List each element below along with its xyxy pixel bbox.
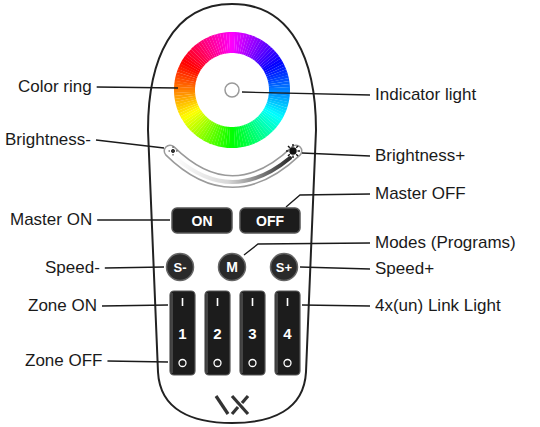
callout-label: Indicator light	[375, 86, 476, 103]
button-label: ON	[192, 214, 213, 228]
button-face	[170, 291, 195, 375]
leader-line	[300, 267, 370, 269]
speed-minus-button: S-	[166, 253, 194, 281]
button-label: S+	[276, 261, 292, 274]
button-face	[172, 208, 232, 233]
button-label: M	[226, 260, 238, 274]
zone-button: 1	[170, 291, 195, 375]
button-edge	[276, 293, 278, 373]
zone-button: 2	[205, 291, 230, 375]
button-edge	[241, 293, 243, 373]
zone-button: 4	[275, 291, 300, 375]
off-symbol	[284, 360, 291, 367]
button-face	[240, 208, 300, 233]
button-face	[271, 254, 298, 281]
callout-label: Speed-	[45, 259, 100, 276]
callout-label: Modes (Programs)	[375, 234, 516, 251]
zone-button: 3	[240, 291, 265, 375]
leader-line	[107, 361, 168, 362]
brightness-plus-symbol	[286, 144, 300, 158]
callout-label: Speed+	[375, 260, 434, 277]
button-label: OFF	[256, 214, 284, 228]
master-off-button: OFF	[240, 208, 300, 233]
color-ring-segment	[269, 87, 290, 90]
indicator-light	[225, 83, 239, 97]
leader-line	[105, 267, 164, 268]
color-ring-segment	[229, 32, 232, 53]
color-ring-segment	[232, 127, 235, 148]
color-ring	[174, 32, 290, 148]
button-label: 1	[178, 326, 186, 341]
button-face	[219, 254, 246, 281]
leader-line	[244, 243, 370, 255]
on-symbol	[217, 298, 219, 306]
leader-line	[302, 305, 370, 306]
off-symbol	[179, 360, 186, 367]
callout-label: Master ON	[10, 211, 92, 228]
brightness-slider-outline	[170, 151, 296, 182]
button-label: 3	[248, 326, 256, 341]
master-on-button: ON	[172, 208, 232, 233]
callout-label: Brightness-	[5, 131, 91, 148]
on-symbol	[252, 298, 254, 306]
off-symbol	[214, 360, 221, 367]
button-face	[167, 254, 194, 281]
brightness-slider-ground	[170, 151, 296, 182]
leader-line	[96, 140, 164, 148]
leader-line	[302, 153, 370, 156]
button-label: S-	[174, 261, 187, 274]
brightness-minus-symbol	[169, 147, 178, 156]
callout-label: Color ring	[18, 78, 92, 95]
button-face	[205, 291, 230, 375]
leader-line	[97, 87, 178, 88]
button-face	[275, 291, 300, 375]
remote-body	[148, 4, 316, 423]
brightness-slider-gradient	[176, 158, 290, 182]
leader-line	[102, 305, 168, 306]
callout-label: 4x(un) Link Light	[375, 297, 501, 314]
off-symbol	[249, 360, 256, 367]
speed-plus-button: S+	[270, 253, 298, 281]
callout-label: Zone ON	[28, 297, 97, 314]
button-edge	[206, 293, 208, 373]
callout-label: Master OFF	[375, 185, 466, 202]
leader-line	[286, 194, 370, 207]
on-symbol	[182, 298, 184, 306]
leader-line	[97, 219, 170, 220]
callout-label: Zone OFF	[25, 352, 102, 369]
callout-label: Brightness+	[375, 147, 465, 164]
color-ring-segment	[174, 90, 195, 93]
button-edge	[171, 293, 173, 373]
leader-line	[242, 92, 370, 95]
mode-button: M	[218, 253, 246, 281]
button-face	[240, 291, 265, 375]
brand-logo	[216, 396, 248, 414]
on-symbol	[287, 298, 289, 306]
button-label: 4	[283, 326, 291, 341]
button-label: 2	[213, 326, 221, 341]
